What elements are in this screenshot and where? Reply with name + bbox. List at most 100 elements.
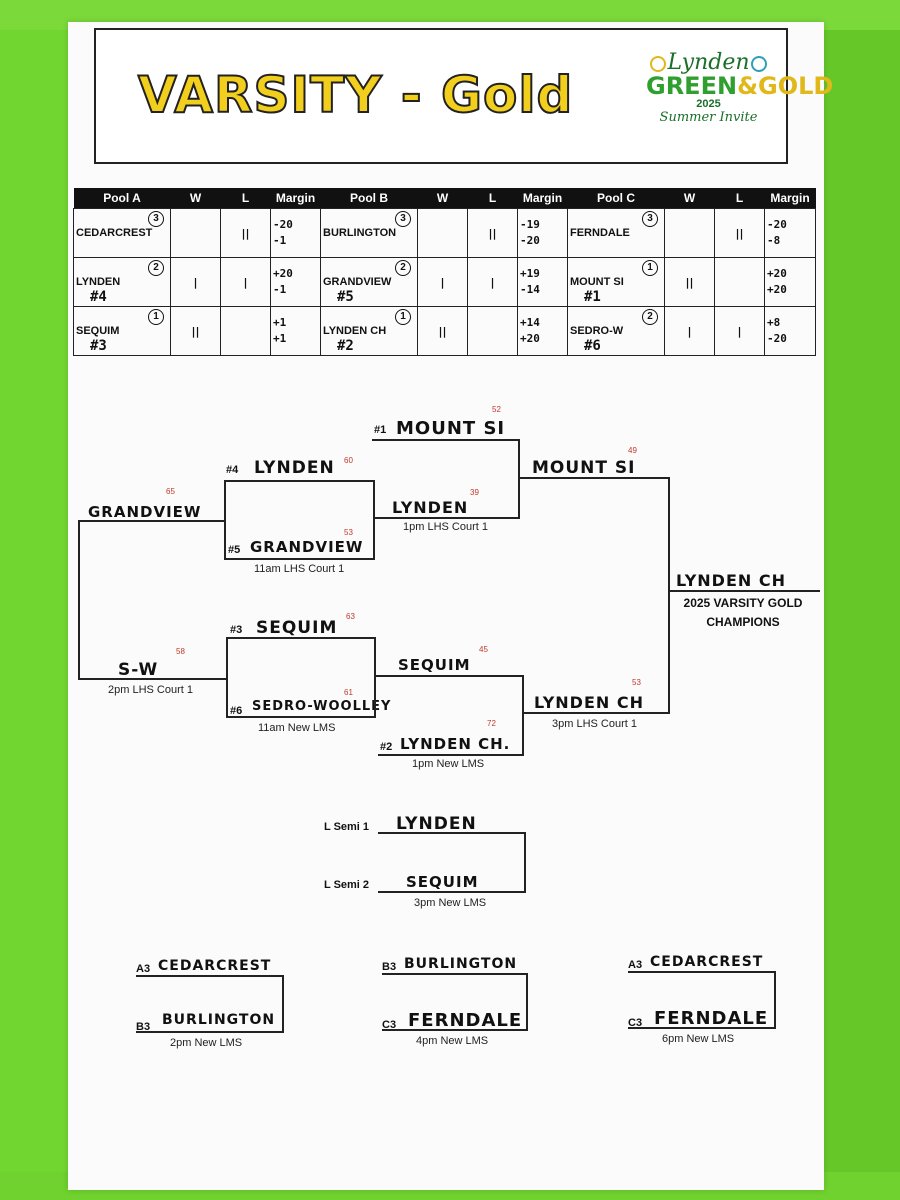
pool-rank: 2 <box>395 260 411 276</box>
bracket-line <box>522 712 670 714</box>
pool-rank: 3 <box>395 211 411 227</box>
team-name: BURLINGTON <box>323 227 397 239</box>
bracket-line <box>382 973 528 975</box>
pool-rank: 2 <box>148 260 164 276</box>
margin-game1: -19 <box>520 218 540 231</box>
margin-game2: -20 <box>520 234 540 247</box>
team-name: MOUNT SI <box>570 276 624 288</box>
team-name: CEDARCREST <box>650 954 764 970</box>
slot-label: C3 <box>382 1019 397 1031</box>
slot-label: A3 <box>136 963 151 975</box>
logo-line2: GREEN&GOLD <box>646 72 834 100</box>
header-box: VARSITY - Gold Lynden GREEN&GOLD 2025 Su… <box>94 28 834 164</box>
wins-cell: | <box>417 257 468 307</box>
margin-game1: +14 <box>520 316 540 329</box>
match-label: L Semi 2 <box>324 879 370 891</box>
team-name: GRANDVIEW <box>250 538 364 556</box>
game-time: 3pm New LMS <box>414 897 487 909</box>
bracket-line <box>374 637 376 718</box>
logo-line1: Lynden <box>667 50 750 75</box>
bracket-line <box>136 975 284 977</box>
game-time: 1pm LHS Court 1 <box>403 521 488 533</box>
seed-label: #4 <box>90 289 107 305</box>
slot-label: A3 <box>628 959 643 971</box>
bracket-line <box>774 971 776 1029</box>
margin-cell: +14+20 <box>517 306 568 356</box>
slot-label: B3 <box>382 961 397 973</box>
team-name: SEQUIM <box>76 325 120 337</box>
bracket-line <box>378 754 524 756</box>
team-name: LYNDEN <box>76 276 121 288</box>
score: 65 <box>166 487 175 496</box>
bracket-line <box>224 558 374 560</box>
margin-game2: -1 <box>273 283 287 296</box>
pool-rank: 1 <box>395 309 411 325</box>
losses-cell: || <box>220 208 271 258</box>
losses-cell: || <box>714 208 765 258</box>
team-name: S-W <box>118 660 159 680</box>
pool-header-cell: L <box>220 188 271 209</box>
pool-rank: 1 <box>148 309 164 325</box>
losses-cell <box>714 257 765 307</box>
team-name: MOUNT SI <box>396 418 506 439</box>
seed-label: #6 <box>584 338 601 354</box>
pool-header-cell: L <box>714 188 765 209</box>
score: 39 <box>470 488 479 497</box>
losses-cell: || <box>467 208 518 258</box>
pool-header-cell: Margin <box>270 188 321 209</box>
team-name: SEQUIM <box>398 656 471 674</box>
losses-cell: | <box>467 257 518 307</box>
team-name: CEDARCREST <box>76 227 153 239</box>
game-time: 11am New LMS <box>258 722 336 734</box>
seed-label: #1 <box>374 424 387 436</box>
team-name: FERNDALE <box>408 1010 523 1031</box>
score: 49 <box>628 446 637 455</box>
page-title: VARSITY - Gold <box>137 65 574 125</box>
pool-header-cell: L <box>467 188 518 209</box>
pool-header-cell: W <box>417 188 468 209</box>
bracket-line <box>282 975 284 1033</box>
team-name: GRANDVIEW <box>88 503 202 521</box>
team-name: SEQUIM <box>256 618 338 638</box>
bracket-line <box>526 973 528 1031</box>
losses-cell <box>467 306 518 356</box>
event-logo: Lynden GREEN&GOLD 2025 Summer Invite <box>646 50 834 152</box>
margin-game2: +20 <box>520 332 540 345</box>
score: 58 <box>176 647 185 656</box>
margin-cell: +20-1 <box>270 257 321 307</box>
margin-game2: -20 <box>767 332 787 345</box>
bracket-line <box>372 439 518 441</box>
team-name: LYNDEN CH <box>534 693 644 712</box>
wins-cell: || <box>417 306 468 356</box>
tape-right <box>820 0 900 1200</box>
pool-header-cell: W <box>170 188 221 209</box>
losses-cell <box>220 306 271 356</box>
bracket-line <box>518 439 520 519</box>
wins-cell <box>417 208 468 258</box>
logo-tagline: Summer Invite <box>659 110 758 125</box>
score: 52 <box>492 405 501 414</box>
bracket-line <box>518 477 670 479</box>
pool-header-cell: W <box>664 188 715 209</box>
team-name: LYNDEN <box>254 458 335 478</box>
seed-label: #2 <box>337 338 354 354</box>
bracket-line <box>226 637 376 639</box>
margin-game1: -20 <box>273 218 293 231</box>
margin-game2: -1 <box>273 234 287 247</box>
margin-cell: +20+20 <box>764 257 816 307</box>
margin-game1: +8 <box>767 316 781 329</box>
wins-cell: | <box>170 257 221 307</box>
basketball-icon <box>751 56 767 72</box>
pool-rank: 2 <box>642 309 658 325</box>
logo-year: 2025 <box>696 98 721 110</box>
bracket-line <box>628 1027 776 1029</box>
team-name: LYNDEN <box>392 498 469 517</box>
margin-cell: +8-20 <box>764 306 816 356</box>
